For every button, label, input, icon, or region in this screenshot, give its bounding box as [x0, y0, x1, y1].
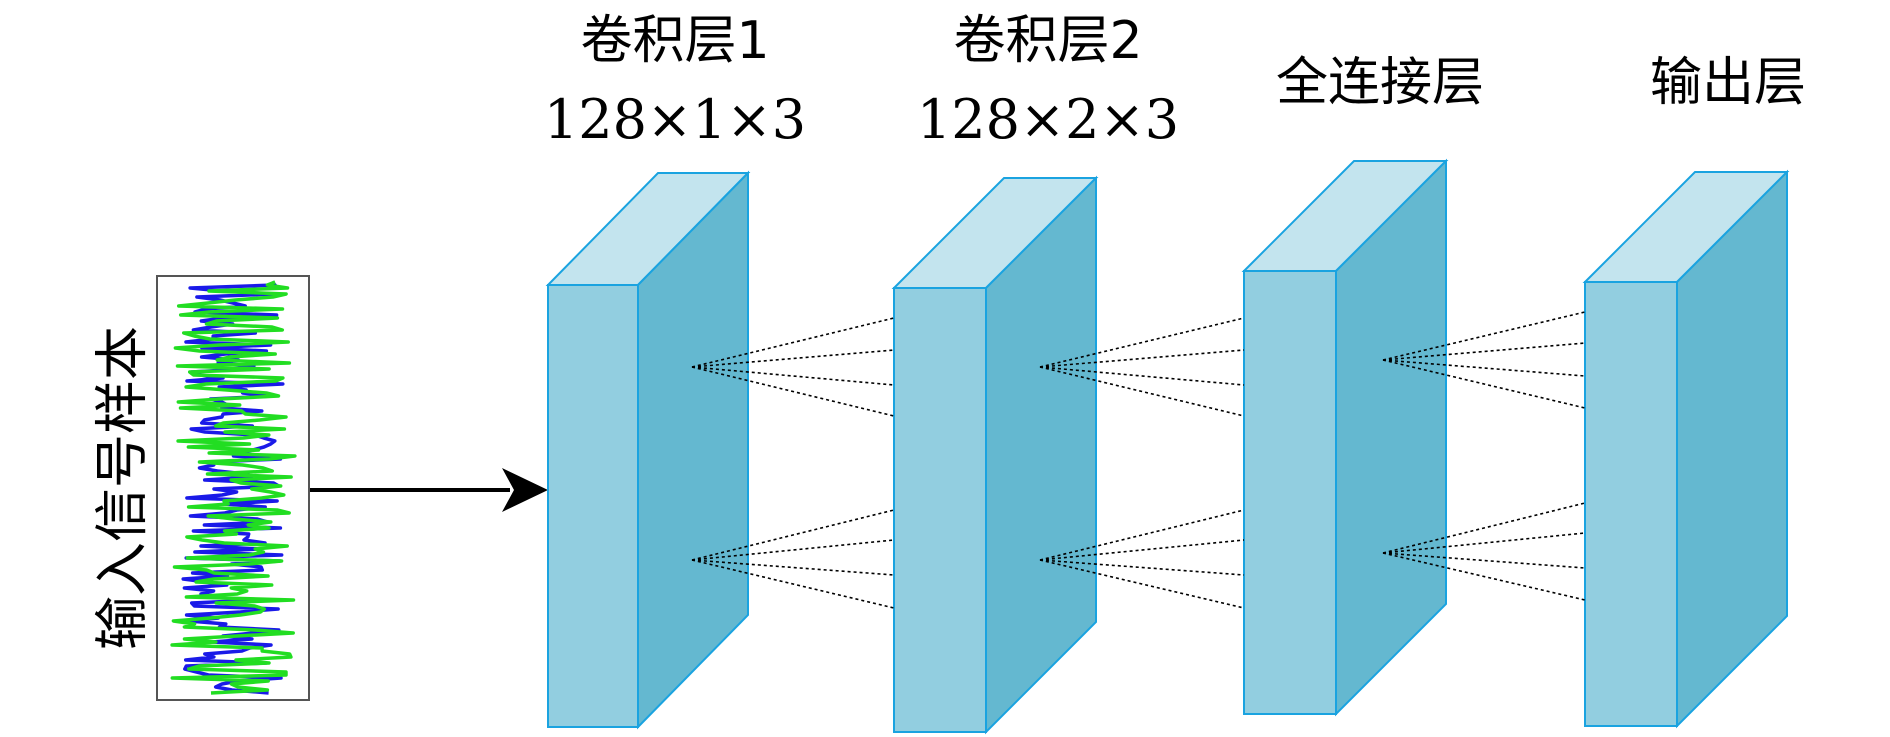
layer-front-face [1243, 270, 1337, 715]
connection-fan [1039, 317, 1245, 417]
layer-block-fc [1241, 158, 1449, 717]
layer-title-conv2: 卷积层2 [953, 11, 1142, 71]
connection-line [1382, 342, 1586, 361]
connection-line [691, 317, 895, 368]
layer-block-conv1 [545, 170, 751, 730]
connection-line [1039, 317, 1245, 368]
connection-line [1382, 532, 1586, 554]
layer-title-conv1: 卷积层1 [580, 11, 769, 71]
connection-line [1382, 311, 1586, 361]
connection-line [1039, 559, 1245, 576]
layer-front-face [547, 284, 639, 728]
connection-line [691, 366, 895, 386]
connection-line [1382, 359, 1586, 377]
network-layers [545, 158, 1790, 735]
connection-line [691, 559, 895, 576]
connection-line [1039, 539, 1245, 561]
signal-trace [181, 280, 285, 695]
connection-line [1382, 359, 1586, 409]
connection-line [691, 366, 895, 417]
signal-waveform [170, 280, 297, 695]
layer-front-face [1584, 281, 1678, 727]
layer-front-face [893, 287, 987, 733]
layer-title-fc: 全连接层 [1276, 53, 1484, 113]
connection-fan [1382, 311, 1586, 409]
connection-fan [1382, 502, 1586, 601]
layer-block-out [1582, 169, 1790, 729]
connection-fan [1039, 509, 1245, 609]
connection-line [691, 349, 895, 368]
connection-line [1039, 349, 1245, 368]
input-signal-sample: 输入信号样本 [91, 275, 310, 701]
connection-line [1039, 366, 1245, 386]
signal-trace [170, 280, 297, 695]
connection-line [1382, 552, 1586, 569]
input-signal-label: 输入信号样本 [91, 326, 154, 650]
layer-subtitle-conv2: 128×2×3 [917, 88, 1179, 151]
connection-line [1039, 509, 1245, 561]
layer-subtitle-conv1: 128×1×3 [544, 88, 806, 151]
connection-line [1039, 366, 1245, 417]
connection-fan [691, 317, 895, 417]
connection-line [691, 509, 895, 561]
connection-line [691, 539, 895, 561]
layer-title-out: 输出层 [1650, 53, 1806, 113]
layer-block-conv2 [891, 175, 1099, 735]
connection-line [1039, 559, 1245, 609]
connection-line [1382, 552, 1586, 601]
connection-line [691, 559, 895, 609]
input-arrow [310, 468, 548, 512]
layer-connections [691, 311, 1586, 609]
connection-line [1382, 502, 1586, 554]
connection-fan [691, 509, 895, 609]
